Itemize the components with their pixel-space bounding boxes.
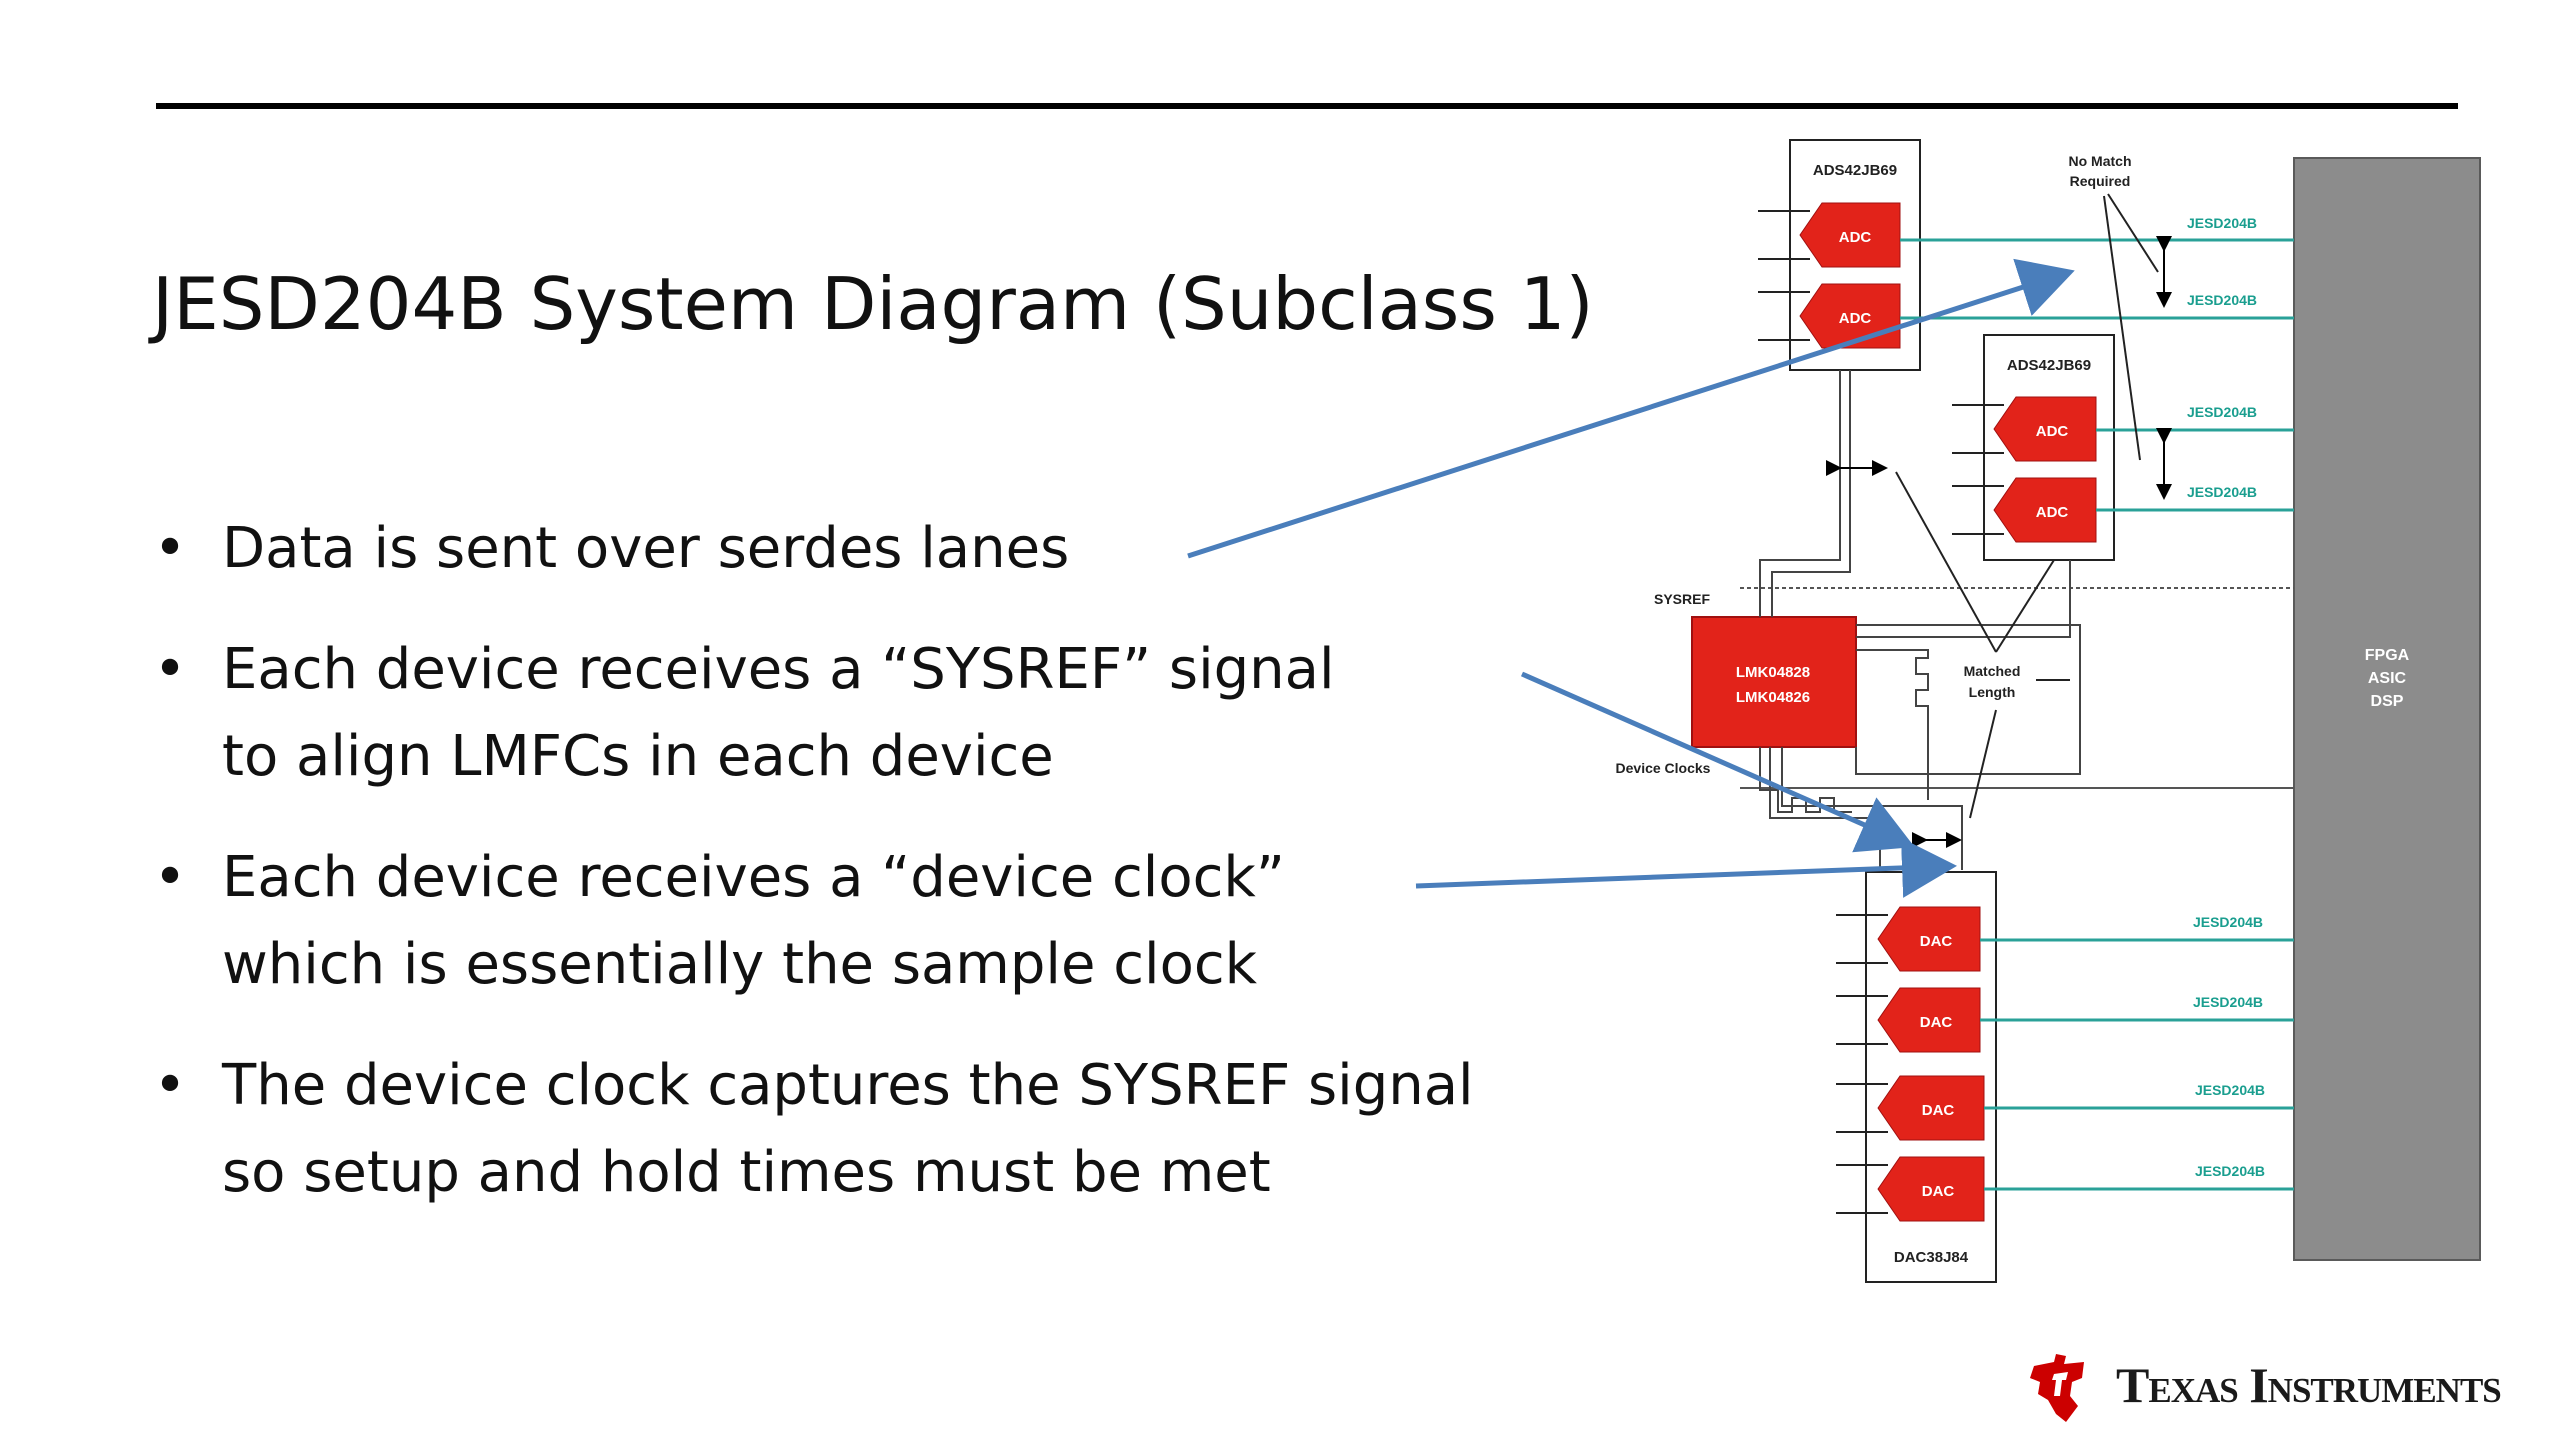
bullet-item: • The device clock captures the SYSREF s… [150, 1042, 1550, 1216]
pointer-arrow-device-clock [1415, 837, 1957, 898]
svg-text:JESD204B: JESD204B [2195, 1163, 2265, 1179]
ti-logo-icon [2030, 1354, 2084, 1422]
svg-text:ADC: ADC [2036, 423, 2069, 440]
dac-lanes: JESD204B JESD204B JESD204B JESD204B [1980, 914, 2294, 1191]
adc-1b: ADC [1758, 283, 1901, 349]
bullet-text: The device clock captures the SYSREF sig… [222, 1053, 1474, 1118]
clock-chip-label: LMK04828 [1736, 664, 1810, 681]
adc-lanes: JESD204B JESD204B JESD204B JESD204B [1900, 215, 2294, 512]
adc-chip-2-label: ADS42JB69 [2007, 357, 2091, 374]
svg-text:No Match: No Match [2069, 153, 2132, 169]
dac-4: DAC [1836, 1156, 1985, 1222]
matched-length-annotation: Matched Length [1895, 471, 2070, 819]
bullet-list: • Data is sent over serdes lanes • Each … [150, 505, 1550, 1250]
dac-chip-label: DAC38J84 [1894, 1249, 1969, 1266]
ti-logo: Texas Instruments [2020, 1348, 2550, 1428]
pointer-arrow-sysref [1520, 671, 1915, 853]
svg-text:JESD204B: JESD204B [2193, 914, 2263, 930]
pointer-arrow-serdes [1187, 258, 2075, 559]
bullet-dot: • [153, 516, 187, 581]
svg-text:JESD204B: JESD204B [2187, 292, 2257, 308]
adc-chip-2 [1983, 334, 2115, 561]
svg-text:ADC: ADC [1839, 229, 1872, 246]
svg-text:JESD204B: JESD204B [2187, 404, 2257, 420]
svg-text:DAC: DAC [1920, 933, 1953, 950]
bullet-dot: • [153, 845, 187, 910]
adc-2b: ADC [1952, 477, 2097, 543]
bullet-text: so setup and hold times must be met [222, 1140, 1271, 1205]
fpga-block [2293, 157, 2481, 1261]
svg-text:DAC: DAC [1922, 1102, 1955, 1119]
svg-text:Required: Required [2070, 173, 2131, 189]
fpga-label: FPGA [2365, 647, 2410, 664]
svg-text:JESD204B: JESD204B [2195, 1082, 2265, 1098]
bullet-item: • Each device receives a “device clock” … [150, 834, 1550, 1008]
bullet-dot: • [153, 1053, 187, 1118]
svg-text:JESD204B: JESD204B [2193, 994, 2263, 1010]
bullet-dot: • [153, 637, 187, 702]
svg-text:DAC: DAC [1922, 1183, 1955, 1200]
sysref-label: SYSREF [1654, 591, 1710, 607]
clock-chip-label: LMK04826 [1736, 689, 1810, 706]
device-clocks-label: Device Clocks [1616, 760, 1711, 776]
ti-logo-text: Texas Instruments [2116, 1357, 2502, 1413]
dac-2: DAC [1836, 987, 1981, 1053]
bullet-text: Data is sent over serdes lanes [222, 516, 1070, 581]
bullet-text: which is essentially the sample clock [222, 932, 1258, 997]
adc-chip-1 [1789, 139, 1921, 371]
slide-title: JESD204B System Diagram (Subclass 1) [152, 262, 1594, 346]
adc-chip-1-label: ADS42JB69 [1813, 162, 1897, 179]
svg-text:Matched: Matched [1964, 663, 2021, 679]
bullet-text: Each device receives a “device clock” [222, 845, 1285, 910]
adc-2a: ADC [1952, 396, 2097, 462]
clock-chip [1691, 616, 1857, 748]
title-rule [156, 103, 2458, 109]
svg-text:JESD204B: JESD204B [2187, 484, 2257, 500]
svg-text:ADC: ADC [1839, 310, 1872, 327]
bullet-item: • Data is sent over serdes lanes [150, 505, 1550, 592]
svg-text:ADC: ADC [2036, 504, 2069, 521]
bullet-text: to align LMFCs in each device [222, 724, 1054, 789]
fpga-label: ASIC [2368, 670, 2407, 687]
bullet-item: • Each device receives a “SYSREF” signal… [150, 626, 1550, 800]
svg-text:DAC: DAC [1920, 1014, 1953, 1031]
svg-text:JESD204B: JESD204B [2187, 215, 2257, 231]
no-match-annotation: No Match Required [2069, 153, 2172, 500]
dac-3: DAC [1836, 1075, 1985, 1141]
adc-1a: ADC [1758, 202, 1901, 268]
dac-1: DAC [1836, 906, 1981, 972]
fpga-label: DSP [2371, 693, 2404, 710]
svg-text:Length: Length [1969, 684, 2016, 700]
bullet-text: Each device receives a “SYSREF” signal [222, 637, 1335, 702]
